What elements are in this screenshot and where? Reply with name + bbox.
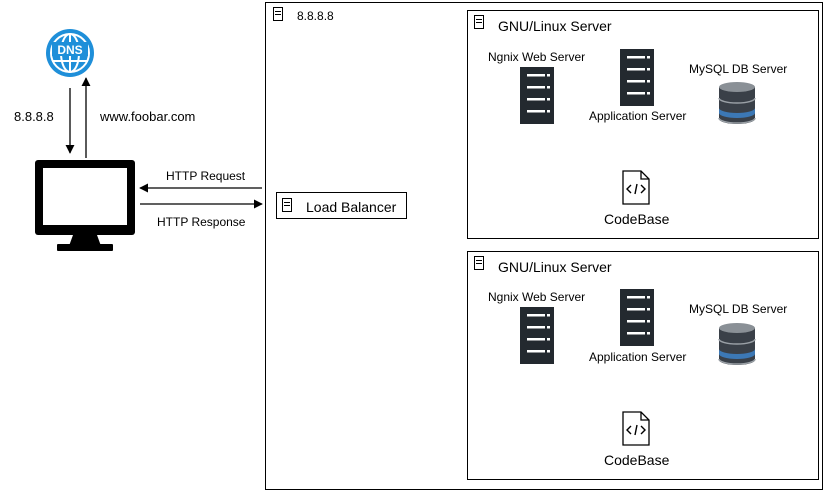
load-balancer[interactable]	[276, 192, 407, 219]
server-icon	[282, 198, 292, 212]
web-server-label: Ngnix Web Server	[488, 290, 586, 304]
web-server-label: Ngnix Web Server	[488, 50, 586, 64]
dns-globe-icon: DNS	[45, 28, 95, 78]
app-server-rack-icon	[620, 289, 654, 346]
app-server-rack-icon	[620, 49, 654, 106]
dns-label: DNS	[57, 43, 82, 57]
server-icon	[474, 15, 484, 29]
web-server-rack-icon	[520, 307, 554, 364]
server-title: GNU/Linux Server	[498, 259, 612, 275]
server-icon	[474, 256, 484, 270]
http-request-label: HTTP Request	[166, 169, 246, 183]
code-file-icon	[622, 411, 650, 446]
server-icon	[273, 7, 283, 21]
http-response-label: HTTP Response	[157, 215, 246, 229]
database-icon	[718, 81, 756, 125]
codebase-label: CodeBase	[604, 211, 670, 227]
dns-response-label: 8.8.8.8	[14, 109, 54, 124]
app-server-label: Application Server	[589, 350, 687, 364]
code-file-icon	[622, 170, 650, 205]
datacenter-title: 8.8.8.8	[297, 9, 334, 23]
web-server-rack-icon	[520, 67, 554, 124]
load-balancer-label: Load Balancer	[306, 199, 397, 215]
monitor-icon	[35, 160, 135, 252]
server-title: GNU/Linux Server	[498, 18, 612, 34]
codebase-label: CodeBase	[604, 452, 670, 468]
db-server-label: MySQL DB Server	[689, 62, 788, 76]
db-server-label: MySQL DB Server	[689, 302, 788, 316]
app-server-label: Application Server	[589, 109, 687, 123]
dns-request-label: www.foobar.com	[100, 109, 196, 124]
database-icon	[718, 322, 756, 366]
